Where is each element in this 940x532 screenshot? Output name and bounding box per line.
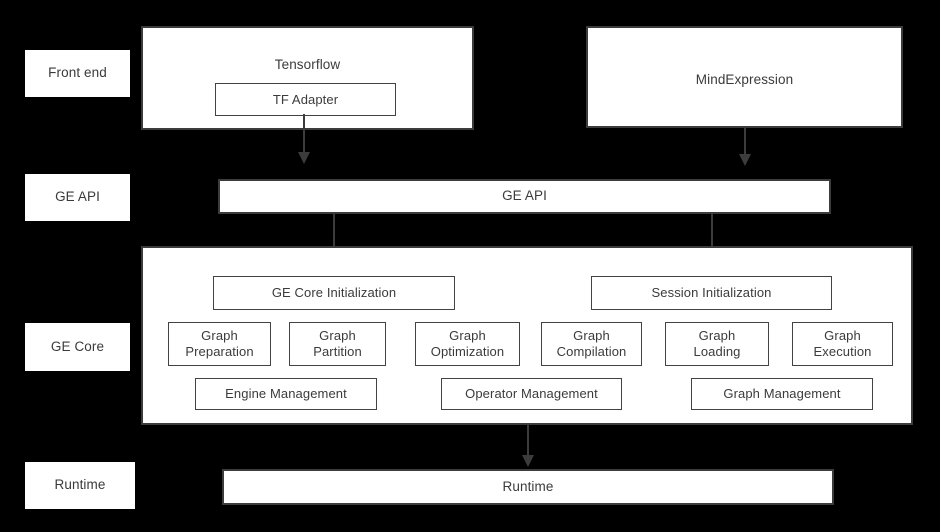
module-graph-loading[interactable]: Graph Loading [665,322,769,366]
mindexpression-container[interactable]: MindExpression [586,26,903,128]
layer-label-ge-core: GE Core [25,323,130,371]
layer-label-ge-api: GE API [25,174,130,221]
ge-core-initialization-box[interactable]: GE Core Initialization [213,276,455,310]
connector-ge-core-to-runtime-line [527,425,529,457]
tensorflow-container[interactable]: Tensorflow TF Adapter [141,26,474,130]
manager-engine-management[interactable]: Engine Management [195,378,377,410]
module-graph-loading-line1: Graph [698,328,736,344]
module-graph-loading-line2: Loading [693,344,741,359]
connector-ge-core-to-runtime-arrow [522,455,534,467]
module-graph-compilation-line2: Compilation [556,344,627,359]
connector-tf-adapter-to-ge-api-line [303,114,305,154]
connector-mindexpression-to-ge-api-arrow [739,154,751,166]
mindexpression-title: MindExpression [695,72,794,87]
module-graph-preparation[interactable]: Graph Preparation [168,322,271,366]
connector-tf-adapter-to-ge-api-arrow [298,152,310,164]
module-graph-execution[interactable]: Graph Execution [792,322,893,366]
module-graph-execution-line2: Execution [813,344,872,359]
session-initialization-box[interactable]: Session Initialization [591,276,832,310]
module-graph-preparation-line1: Graph [201,328,238,344]
layer-label-runtime: Runtime [25,462,135,509]
tf-adapter-box[interactable]: TF Adapter [215,83,396,116]
module-graph-partition[interactable]: Graph Partition [289,322,386,366]
ge-core-container[interactable]: GE Core Initialization Session Initializ… [141,246,913,425]
module-graph-optimization[interactable]: Graph Optimization [415,322,520,366]
module-graph-optimization-line1: Graph [449,328,486,344]
module-graph-preparation-line2: Preparation [185,344,254,359]
connector-mindexpression-to-ge-api-line [744,128,746,156]
module-graph-optimization-line2: Optimization [430,344,505,359]
module-graph-execution-line1: Graph [824,328,861,344]
runtime-bar[interactable]: Runtime [222,469,834,505]
connector-ge-api-to-session-init-line [711,214,713,254]
connector-ge-api-to-core-init-line [333,214,335,254]
module-graph-compilation[interactable]: Graph Compilation [541,322,642,366]
tensorflow-title: Tensorflow [274,57,341,72]
module-graph-compilation-line1: Graph [573,328,610,344]
module-graph-partition-line2: Partition [313,344,362,359]
manager-operator-management[interactable]: Operator Management [441,378,622,410]
ge-api-bar[interactable]: GE API [218,179,831,214]
manager-graph-management[interactable]: Graph Management [691,378,873,410]
module-graph-partition-line1: Graph [319,328,356,344]
layer-label-front-end: Front end [25,50,130,97]
